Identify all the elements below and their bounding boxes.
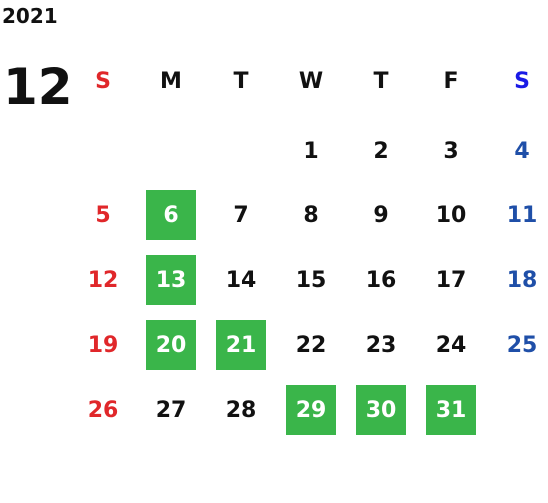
day-cell[interactable]: 11 <box>506 202 538 228</box>
weekday-header: F <box>443 68 459 94</box>
day-cell[interactable]: 26 <box>87 397 119 423</box>
day-cell[interactable]: 15 <box>295 267 327 293</box>
day-cell[interactable]: 22 <box>295 332 327 358</box>
day-cell[interactable]: 23 <box>365 332 397 358</box>
day-cell[interactable]: 21 <box>216 320 266 370</box>
day-cell[interactable]: 10 <box>435 202 467 228</box>
day-cell[interactable]: 24 <box>435 332 467 358</box>
day-cell[interactable]: 8 <box>303 202 319 228</box>
day-cell[interactable]: 31 <box>426 385 476 435</box>
weekday-header: W <box>298 68 324 94</box>
weekday-header: M <box>160 68 182 94</box>
day-cell[interactable]: 6 <box>146 190 196 240</box>
day-cell[interactable]: 2 <box>373 138 389 164</box>
weekday-header: S <box>95 68 111 94</box>
day-cell[interactable]: 25 <box>506 332 538 358</box>
day-cell[interactable]: 4 <box>514 138 530 164</box>
day-cell[interactable]: 27 <box>155 397 187 423</box>
day-cell[interactable]: 30 <box>356 385 406 435</box>
weekday-header: T <box>233 68 249 94</box>
day-cell[interactable]: 18 <box>506 267 538 293</box>
day-cell[interactable]: 20 <box>146 320 196 370</box>
day-cell[interactable]: 12 <box>87 267 119 293</box>
day-cell[interactable]: 1 <box>303 138 319 164</box>
day-cell[interactable]: 9 <box>373 202 389 228</box>
day-cell[interactable]: 17 <box>435 267 467 293</box>
day-cell[interactable]: 29 <box>286 385 336 435</box>
day-cell[interactable]: 14 <box>225 267 257 293</box>
day-cell[interactable]: 28 <box>225 397 257 423</box>
day-cell[interactable]: 13 <box>146 255 196 305</box>
day-cell[interactable]: 3 <box>443 138 459 164</box>
weekday-header: T <box>373 68 389 94</box>
day-cell[interactable]: 7 <box>233 202 249 228</box>
day-cell[interactable]: 5 <box>95 202 111 228</box>
month-label: 12 <box>3 58 73 116</box>
day-cell[interactable]: 16 <box>365 267 397 293</box>
day-cell[interactable]: 19 <box>87 332 119 358</box>
weekday-header: S <box>514 68 530 94</box>
year-label: 2021 <box>2 4 58 28</box>
